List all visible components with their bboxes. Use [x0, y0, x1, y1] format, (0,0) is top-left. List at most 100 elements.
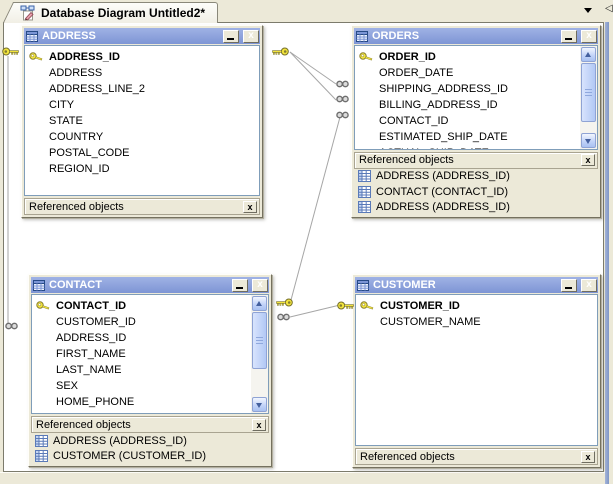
- tab-list-dropdown-icon[interactable]: [584, 8, 592, 17]
- column-row[interactable]: ORDER_ID: [355, 49, 597, 65]
- frame-bevel: [0, 472, 605, 473]
- window-titlebar[interactable]: CUSTOMER x: [355, 277, 598, 293]
- minimize-icon: [236, 286, 243, 289]
- key-endpoint-icon: [2, 47, 19, 56]
- window-title: ADDRESS: [42, 30, 96, 42]
- column-list: ORDER_ID ORDER_DATE SHIPPING_ADDRESS_ID …: [354, 45, 598, 150]
- primary-key-icon: [359, 52, 373, 61]
- minimize-button[interactable]: [223, 29, 239, 43]
- referenced-objects-bar: Referenced objects x: [354, 151, 598, 169]
- referenced-object-item[interactable]: ADDRESS (ADDRESS_ID): [31, 433, 269, 449]
- column-list: ADDRESS_ID ADDRESS ADDRESS_LINE_2 CITY S…: [24, 45, 260, 196]
- column-row[interactable]: ADDRESS_ID: [32, 330, 268, 346]
- column-row[interactable]: ORDER_DATE: [355, 65, 597, 81]
- window-titlebar[interactable]: CONTACT x: [31, 277, 269, 293]
- relationship-line[interactable]: [289, 304, 341, 318]
- many-endpoint-icon: [336, 80, 349, 88]
- minimize-icon: [227, 37, 234, 40]
- column-row[interactable]: BILLING_ADDRESS_ID: [355, 97, 597, 113]
- column-row[interactable]: BUSINESS_PHONE: [32, 410, 268, 413]
- window-titlebar[interactable]: ORDERS x: [354, 28, 598, 44]
- relationship-line[interactable]: [290, 116, 341, 301]
- column-row[interactable]: FIRST_NAME: [32, 346, 268, 362]
- table-window-orders: ORDERS x ORDER_ID ORDER_DATE SHIPPING_AD…: [351, 25, 601, 218]
- close-button[interactable]: x: [581, 29, 597, 43]
- window-titlebar[interactable]: ADDRESS x: [24, 28, 260, 44]
- referenced-objects-label: Referenced objects: [359, 154, 454, 166]
- column-row[interactable]: LAST_NAME: [32, 362, 268, 378]
- column-row[interactable]: HOME_PHONE: [32, 394, 268, 410]
- close-icon: x: [586, 278, 592, 290]
- column-name: POSTAL_CODE: [49, 147, 130, 159]
- column-row[interactable]: COUNTRY: [25, 129, 259, 145]
- column-row[interactable]: CONTACT_ID: [32, 298, 268, 314]
- column-list: CONTACT_ID CUSTOMER_ID ADDRESS_ID FIRST_…: [31, 294, 269, 414]
- scroll-down-button[interactable]: [252, 397, 267, 412]
- vertical-scrollbar[interactable]: [251, 295, 268, 413]
- column-row[interactable]: ESTIMATED_SHIP_DATE: [355, 129, 597, 145]
- column-row[interactable]: CUSTOMER_ID: [32, 314, 268, 330]
- column-row[interactable]: ADDRESS: [25, 65, 259, 81]
- vertical-scrollbar[interactable]: [580, 46, 597, 149]
- column-row[interactable]: REGION_ID: [25, 161, 259, 177]
- column-row[interactable]: POSTAL_CODE: [25, 145, 259, 161]
- many-endpoint-icon: [336, 111, 349, 119]
- minimize-button[interactable]: [232, 278, 248, 292]
- column-row[interactable]: CONTACT_ID: [355, 113, 597, 129]
- referenced-objects-close-button[interactable]: x: [243, 200, 257, 213]
- table-window-address: ADDRESS x ADDRESS_ID ADDRESS ADDRESS_LIN…: [21, 25, 263, 218]
- column-name: ADDRESS_LINE_2: [49, 83, 145, 95]
- referenced-object-item[interactable]: ADDRESS (ADDRESS_ID): [354, 200, 598, 216]
- referenced-objects-close-button[interactable]: x: [581, 154, 595, 166]
- relationship-line[interactable]: [289, 51, 337, 101]
- column-name: COUNTRY: [49, 131, 104, 143]
- minimize-icon: [565, 37, 572, 40]
- scroll-down-button[interactable]: [581, 132, 596, 148]
- close-button[interactable]: x: [252, 278, 268, 292]
- column-row[interactable]: SEX: [32, 378, 268, 394]
- scroll-up-button[interactable]: [252, 296, 267, 311]
- referenced-objects-close-button[interactable]: x: [581, 450, 595, 463]
- column-name: SEX: [56, 380, 79, 392]
- column-row[interactable]: SHIPPING_ADDRESS_ID: [355, 81, 597, 97]
- column-name: ORDER_DATE: [379, 67, 454, 79]
- column-row[interactable]: ACTUAL_SHIP_DATE: [355, 145, 597, 149]
- minimize-button[interactable]: [561, 29, 577, 43]
- column-name: BUSINESS_PHONE: [56, 412, 157, 413]
- minimize-button[interactable]: [561, 278, 577, 292]
- close-button[interactable]: x: [243, 29, 259, 43]
- scroll-thumb[interactable]: [581, 63, 596, 122]
- key-endpoint-icon: [276, 298, 293, 307]
- referenced-object-item[interactable]: ADDRESS (ADDRESS_ID): [354, 169, 598, 185]
- close-icon: x: [257, 278, 263, 290]
- close-button[interactable]: x: [581, 278, 597, 292]
- column-row[interactable]: CITY: [25, 97, 259, 113]
- column-row[interactable]: ADDRESS_ID: [25, 49, 259, 65]
- scroll-up-button[interactable]: [581, 47, 596, 62]
- referenced-objects-close-button[interactable]: x: [252, 418, 266, 431]
- tab-bar: Database Diagram Untitled2* ◁: [0, 0, 613, 23]
- column-name: ADDRESS: [49, 67, 103, 79]
- primary-key-icon: [360, 301, 374, 310]
- chevron-up-icon: [256, 301, 262, 306]
- tab-scroll-left-icon[interactable]: ◁: [605, 3, 613, 14]
- column-list: CUSTOMER_ID CUSTOMER_NAME: [355, 294, 598, 446]
- scroll-thumb[interactable]: [252, 312, 267, 369]
- tab-database-diagram[interactable]: Database Diagram Untitled2*: [16, 2, 219, 23]
- column-name: CITY: [49, 99, 75, 111]
- column-row[interactable]: STATE: [25, 113, 259, 129]
- key-endpoint-icon: [337, 301, 354, 310]
- column-row[interactable]: CUSTOMER_NAME: [356, 314, 597, 330]
- relationship-line[interactable]: [289, 51, 337, 85]
- referenced-object-label: ADDRESS (ADDRESS_ID): [53, 434, 187, 447]
- primary-key-icon: [29, 52, 43, 61]
- column-row[interactable]: CUSTOMER_ID: [356, 298, 597, 314]
- column-row[interactable]: ADDRESS_LINE_2: [25, 81, 259, 97]
- referenced-object-item[interactable]: CUSTOMER (CUSTOMER_ID): [31, 449, 269, 465]
- referenced-object-item[interactable]: CONTACT (CONTACT_ID): [354, 184, 598, 200]
- tab-title: Database Diagram Untitled2*: [41, 6, 206, 20]
- primary-key-icon: [36, 301, 50, 310]
- diagram-pencil-icon: [20, 5, 36, 21]
- chevron-down-icon: [585, 138, 591, 144]
